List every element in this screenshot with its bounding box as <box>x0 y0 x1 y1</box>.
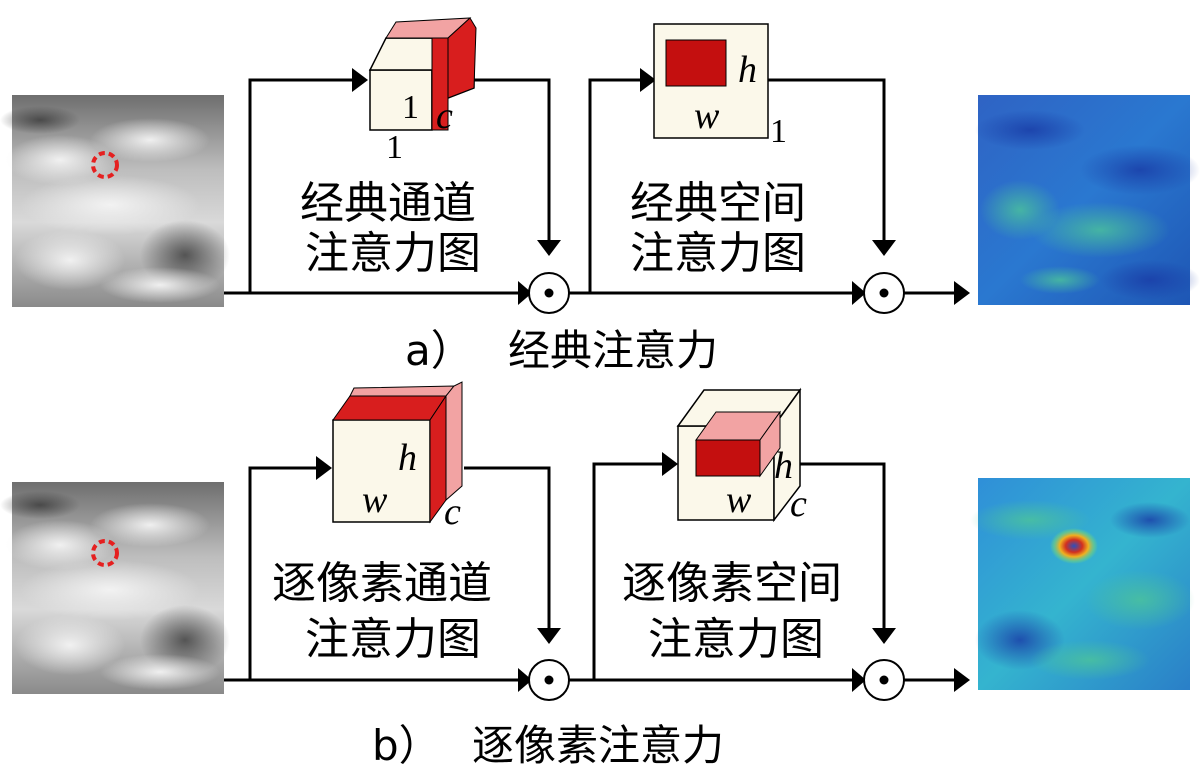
multiply-dot <box>879 675 889 685</box>
dim-h-label: h <box>738 49 757 91</box>
arrowhead <box>352 68 368 92</box>
arrowhead <box>537 628 561 644</box>
channel-attention-cube-a <box>368 17 477 131</box>
dim-c-label: 1 <box>770 113 787 150</box>
branch-line <box>800 462 886 628</box>
dim-h-label: h <box>398 437 417 479</box>
channel-map-title-line1: 逐像素通道 <box>272 558 492 609</box>
arrowhead <box>872 628 896 644</box>
spatial-attention-map-a <box>653 23 769 139</box>
input-image-a <box>0 95 230 307</box>
dim-h-label: h <box>774 445 793 487</box>
arrowhead <box>852 668 866 692</box>
multiply-dot <box>544 675 554 685</box>
multiply-dot <box>544 288 554 298</box>
channel-map-title-line1: 经典通道 <box>300 178 476 229</box>
output-heatmap-a <box>975 95 1200 305</box>
arrowhead <box>537 240 561 256</box>
output-heatmap-b <box>970 478 1195 690</box>
caption-letter-a: a） <box>405 326 473 375</box>
dim-h-label: 1 <box>402 89 419 126</box>
dim-w-label: w <box>362 479 388 521</box>
spatial-map-title-line1: 经典空间 <box>630 178 806 229</box>
branch-line <box>464 466 551 628</box>
panel-b: h w c 逐像素通道 注意力图 h w c 逐像素空间 注意力图 <box>0 381 1195 770</box>
spatial-map-title-line2: 注意力图 <box>630 228 806 279</box>
caption-title-b: 逐像素注意力 <box>472 721 724 770</box>
dim-w-label: w <box>726 479 752 521</box>
dim-w-label: w <box>694 95 720 137</box>
target-marker <box>91 539 119 567</box>
panel-a: 1 1 c 经典通道 注意力图 h w 1 经典空间 注意力图 <box>0 17 1200 375</box>
channel-attention-cube-b <box>332 381 463 524</box>
spatial-attention-cube-b <box>676 387 802 523</box>
branch-line <box>768 78 886 240</box>
input-image-b <box>0 482 230 694</box>
dim-c-label: c <box>444 491 461 533</box>
arrowhead <box>872 240 896 256</box>
branch-line <box>592 462 662 680</box>
dim-w-label: 1 <box>386 129 403 166</box>
arrowhead <box>954 281 970 305</box>
arrowhead <box>640 68 656 92</box>
arrowhead <box>954 668 970 692</box>
caption-title-a: 经典注意力 <box>508 326 718 375</box>
branch-line <box>472 78 551 240</box>
caption-letter-b: b） <box>372 721 441 770</box>
arrowhead <box>518 668 532 692</box>
spatial-map-title-line2: 注意力图 <box>648 614 824 665</box>
dim-c-label: c <box>790 483 807 525</box>
channel-map-title-line2: 注意力图 <box>305 614 481 665</box>
spatial-map-title-line1: 逐像素空间 <box>622 558 842 609</box>
arrowhead <box>316 456 332 480</box>
arrowhead <box>518 281 532 305</box>
channel-map-title-line2: 注意力图 <box>305 228 481 279</box>
multiply-dot <box>879 288 889 298</box>
branch-line <box>588 78 640 293</box>
target-marker <box>91 151 119 179</box>
arrowhead <box>852 281 866 305</box>
branch-line <box>248 78 352 293</box>
dim-c-label: c <box>436 95 453 137</box>
branch-line <box>248 466 316 680</box>
arrowhead <box>662 452 678 476</box>
